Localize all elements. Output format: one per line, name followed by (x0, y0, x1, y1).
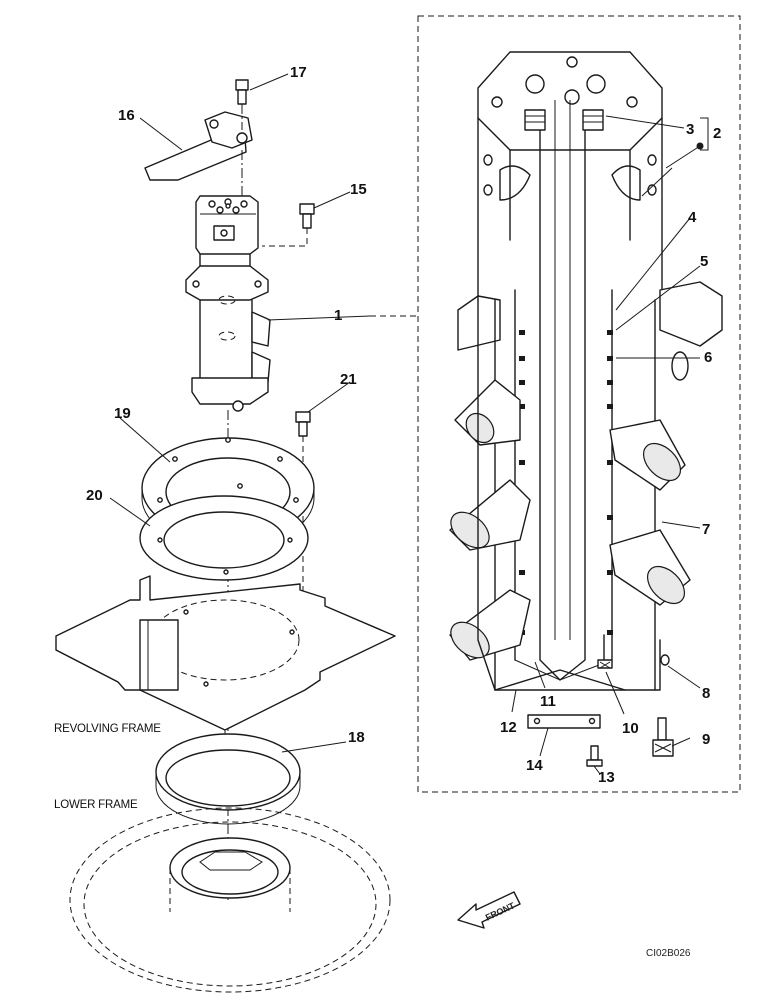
bracket-icon (700, 117, 709, 151)
callout-1: 1 (334, 307, 342, 324)
leader-to-detail (267, 315, 371, 321)
plate-16 (144, 111, 253, 181)
callout-18: 18 (348, 729, 365, 746)
label-lower-frame: LOWER FRAME (54, 799, 138, 811)
callout-10: 10 (622, 720, 639, 737)
drawing-code: CI02B026 (646, 948, 691, 959)
callout-20: 20 (86, 487, 103, 504)
callout-11: 11 (540, 693, 556, 710)
callout-6: 6 (704, 349, 712, 366)
callout-13: 13 (598, 769, 615, 786)
callout-labels: 1 2 3 4 5 6 7 8 9 10 11 12 13 14 15 16 1… (86, 64, 721, 786)
bolt-15 (262, 203, 315, 247)
lower-frame-ring (69, 807, 391, 993)
label-revolving-frame: REVOLVING FRAME (54, 723, 161, 735)
detail-box (417, 15, 741, 793)
callout-15: 15 (350, 181, 367, 198)
revolving-frame-plate (55, 575, 396, 744)
callout-7: 7 (702, 521, 710, 538)
gasket-20 (139, 495, 309, 581)
center-joint-body-cutaway (449, 51, 723, 767)
callout-17: 17 (290, 64, 307, 81)
callout-9: 9 (702, 731, 710, 748)
callout-5: 5 (700, 253, 708, 270)
leader-lines (109, 73, 701, 775)
callout-21: 21 (340, 371, 357, 388)
callout-4: 4 (688, 209, 697, 226)
callout-14: 14 (526, 757, 543, 774)
bolt-17 (235, 79, 249, 130)
callout-8: 8 (702, 685, 710, 702)
callout-2: 2 (713, 125, 721, 142)
center-joint-assembly (185, 150, 271, 900)
callout-16: 16 (118, 107, 135, 124)
seal-18 (155, 733, 301, 825)
front-arrow-icon: FRONT (457, 891, 521, 929)
callout-3: 3 (686, 121, 694, 138)
callout-12: 12 (500, 719, 517, 736)
callout-19: 19 (114, 405, 131, 422)
leader-2 (665, 145, 701, 169)
